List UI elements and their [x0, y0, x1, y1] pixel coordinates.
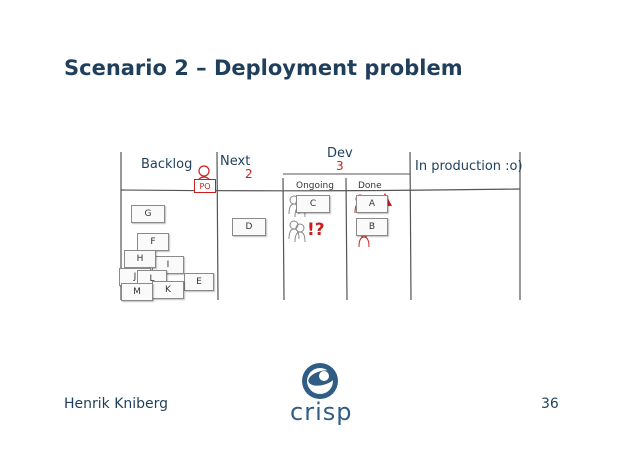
page-number: 36 — [541, 396, 559, 412]
crisp-logo-icon — [302, 363, 338, 399]
card-b[interactable]: B — [356, 218, 388, 236]
column-dev: Dev — [327, 146, 353, 161]
slide-title: Scenario 2 – Deployment problem — [64, 56, 463, 80]
card-f[interactable]: F — [137, 233, 169, 251]
card-c[interactable]: C — [296, 195, 330, 213]
column-done: Done — [358, 181, 382, 191]
developers-d-icon — [288, 220, 306, 243]
column-next: Next — [220, 154, 251, 169]
crisp-logo-text: crisp — [290, 398, 353, 426]
card-k[interactable]: K — [152, 281, 184, 299]
next-wip-limit: 2 — [245, 167, 253, 181]
card-e[interactable]: E — [184, 273, 214, 291]
po-label: PO — [194, 179, 216, 193]
dev-wip-limit: 3 — [336, 159, 344, 173]
card-a[interactable]: A — [356, 195, 388, 213]
column-ongoing: Ongoing — [296, 181, 334, 191]
card-g[interactable]: G — [131, 205, 165, 223]
card-d[interactable]: D — [232, 218, 266, 236]
column-backlog: Backlog — [141, 157, 193, 172]
author-name: Henrik Kniberg — [64, 396, 169, 412]
card-m[interactable]: M — [121, 283, 153, 301]
deployment-alert: !? — [307, 220, 325, 240]
card-h[interactable]: H — [124, 250, 156, 268]
column-production: In production :o) — [415, 159, 523, 174]
